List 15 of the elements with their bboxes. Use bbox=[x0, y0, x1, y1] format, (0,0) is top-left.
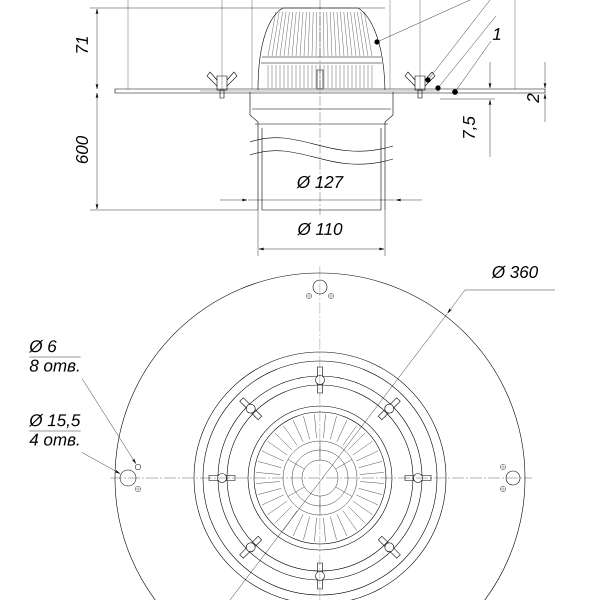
dimension-label: Ø 110 bbox=[297, 222, 342, 236]
dimension-label: Ø 127 bbox=[296, 176, 344, 188]
dimension-label: 600 bbox=[76, 136, 88, 164]
mounting-hole bbox=[120, 470, 136, 486]
leader-line bbox=[456, 40, 492, 90]
mounting-hole bbox=[134, 464, 142, 470]
dimension-label: 2 bbox=[527, 94, 539, 103]
leader-line bbox=[82, 452, 120, 474]
hole-note: Ø 6 8 отв. bbox=[28, 340, 81, 372]
dimension-label: 7,5 bbox=[463, 116, 477, 138]
hole-note: Ø 15,5 4 отв. bbox=[28, 414, 81, 446]
dimension-label: Ø 360 bbox=[491, 266, 538, 278]
leader-line bbox=[82, 378, 136, 464]
dimension-label: 71 bbox=[76, 36, 88, 53]
callout-number: 1 bbox=[492, 28, 500, 40]
